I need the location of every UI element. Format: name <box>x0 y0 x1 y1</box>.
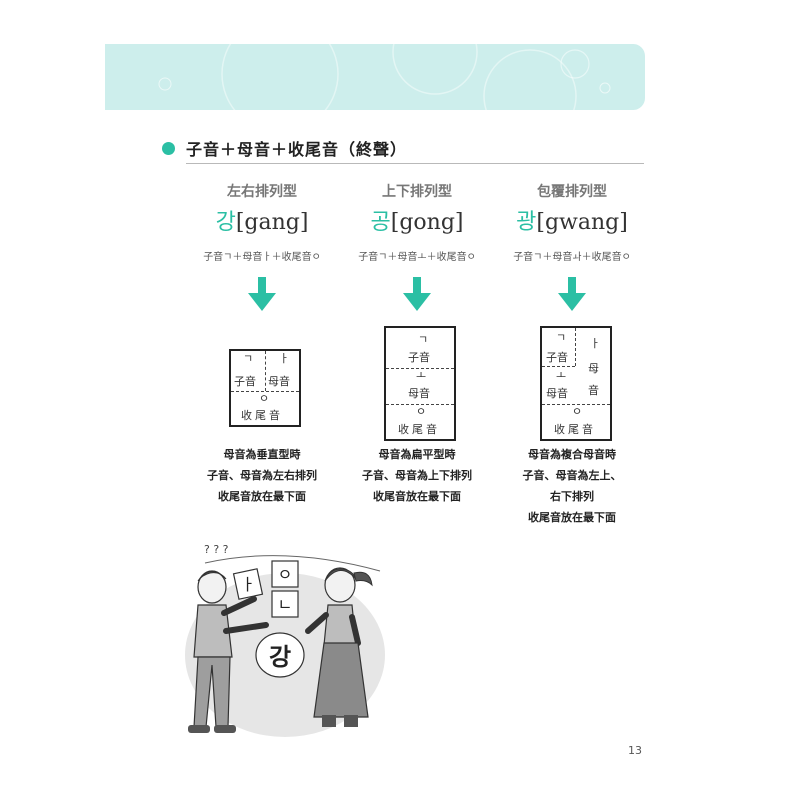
consonant-label: 子音 <box>408 351 430 364</box>
caption-line: 子音、母音為左上、 <box>522 469 622 482</box>
vowel-jamo: ㅏ <box>279 352 290 365</box>
vowel-jamo: ㅗ <box>416 369 427 382</box>
final-label: 收尾音 <box>554 423 596 436</box>
divider-vertical <box>265 351 266 391</box>
syllable-diagram-top-bottom: ㄱ 子音 ㅗ 母音 ㅇ 收尾音 <box>384 326 456 441</box>
arrow-down-icon <box>558 277 586 311</box>
example-romanization: [gang] <box>235 210 309 235</box>
column-top-bottom: 上下排列型 공[gong] 子音ㄱ＋母音ㅗ＋收尾音ㅇ <box>337 182 497 311</box>
consonant-jamo: ㄱ <box>243 352 254 365</box>
final-label: 收尾音 <box>241 409 283 422</box>
woman-figure <box>305 567 373 727</box>
illustration-scene: ㅏ ㅇ ㄴ ? ? ? 강 <box>185 543 385 737</box>
example-word: 강[gang] <box>182 206 342 240</box>
column-left-right: 左右排列型 강[gang] 子音ㄱ＋母音ㅏ＋收尾音ㅇ <box>182 182 342 311</box>
caption-left-right: 母音為垂直型時 子音、母音為左右排列 收尾音放在最下面 <box>182 444 342 507</box>
bubble-hangul: 강 <box>269 643 291 671</box>
caption-line: 收尾音放在最下面 <box>373 490 461 503</box>
caption-top-bottom: 母音為扁平型時 子音、母音為上下排列 收尾音放在最下面 <box>337 444 497 507</box>
section-heading: 子音＋母音＋收尾音（終聲） <box>162 136 644 166</box>
card-bottom-jamo: ㄴ <box>278 595 293 614</box>
caption-line: 子音、母音為左右排列 <box>207 469 317 482</box>
header-banner <box>105 44 645 110</box>
speech-bubble <box>255 632 305 678</box>
banner-bubbles-decoration <box>158 44 611 110</box>
final-jamo: ㅇ <box>572 405 583 418</box>
vowel-label: 母音 <box>268 375 290 388</box>
caption-line: 母音為垂直型時 <box>223 448 301 461</box>
consonant-label: 子音 <box>234 375 256 388</box>
caption-line: 母音為複合母音時 <box>528 448 616 461</box>
column-wrap: 包覆排列型 광[gwang] 子音ㄱ＋母音ㅘ＋收尾音ㅇ <box>492 182 652 311</box>
type-label: 左右排列型 <box>227 184 297 200</box>
divider-horizontal <box>542 366 575 367</box>
page-number: 13 <box>628 744 642 757</box>
card-middle-jamo: ㅇ <box>278 565 293 584</box>
consonant-label: 子音 <box>546 351 568 364</box>
illustration-two-people: ㅏ ㅇ ㄴ ? ? ? 강 <box>180 535 390 740</box>
caption-line: 收尾音放在最下面 <box>528 511 616 524</box>
vowel-label: 母音 <box>546 387 568 400</box>
divider-horizontal <box>386 404 454 405</box>
type-label: 包覆排列型 <box>537 184 607 200</box>
syllable-diagram-left-right: ㄱ ㅏ 子音 母音 ㅇ 收尾音 <box>229 349 301 427</box>
card-middle <box>271 560 299 588</box>
caption-line: 右下排列 <box>550 490 594 503</box>
card-left-jamo: ㅏ <box>241 575 256 594</box>
arrow-down-icon <box>248 277 276 311</box>
consonant-jamo: ㄱ <box>556 331 567 344</box>
divider-horizontal <box>386 368 454 369</box>
composition-formula: 子音ㄱ＋母音ㅘ＋收尾音ㅇ <box>513 252 631 263</box>
composition-formula: 子音ㄱ＋母音ㅏ＋收尾音ㅇ <box>203 252 321 263</box>
arrow-down-icon <box>403 277 431 311</box>
consonant-jamo: ㄱ <box>418 333 429 346</box>
card-bottom <box>271 590 299 618</box>
vowel-label: 母音 <box>408 387 430 400</box>
example-word: 광[gwang] <box>492 206 652 240</box>
example-romanization: [gong] <box>390 210 464 235</box>
heading-underline <box>186 163 644 164</box>
composition-formula: 子音ㄱ＋母音ㅗ＋收尾音ㅇ <box>358 252 476 263</box>
divider-horizontal <box>231 391 299 392</box>
bullet-dot-icon <box>162 142 175 155</box>
card-left <box>232 568 264 600</box>
caption-line: 母音為扁平型時 <box>378 448 456 461</box>
divider-vertical <box>575 328 576 366</box>
section-title: 子音＋母音＋收尾音（終聲） <box>186 140 408 159</box>
caption-line: 收尾音放在最下面 <box>218 490 306 503</box>
final-label: 收尾音 <box>398 423 440 436</box>
final-jamo: ㅇ <box>259 392 270 405</box>
example-hangul: 공 <box>370 210 391 235</box>
example-hangul: 강 <box>215 210 236 235</box>
example-hangul: 광 <box>516 210 537 235</box>
hanging-string <box>204 555 381 572</box>
type-label: 上下排列型 <box>382 184 452 200</box>
vowel-jamo-right: ㅏ <box>590 337 601 350</box>
man-figure <box>188 570 269 733</box>
vowel-vertical-label: 母 音 <box>588 362 599 397</box>
caption-wrap: 母音為複合母音時 子音、母音為左上、 右下排列 收尾音放在最下面 <box>492 444 652 528</box>
example-word: 공[gong] <box>337 206 497 240</box>
example-romanization: [gwang] <box>536 210 628 235</box>
final-jamo: ㅇ <box>416 405 427 418</box>
syllable-diagram-wrap: ㄱ ㅏ 子音 母 音 ㅗ 母音 ㅇ 收尾音 <box>540 326 612 441</box>
question-marks: ? ? ? <box>204 543 229 556</box>
caption-line: 子音、母音為上下排列 <box>362 469 472 482</box>
divider-horizontal <box>542 404 610 405</box>
vowel-jamo-bottom: ㅗ <box>556 369 567 382</box>
